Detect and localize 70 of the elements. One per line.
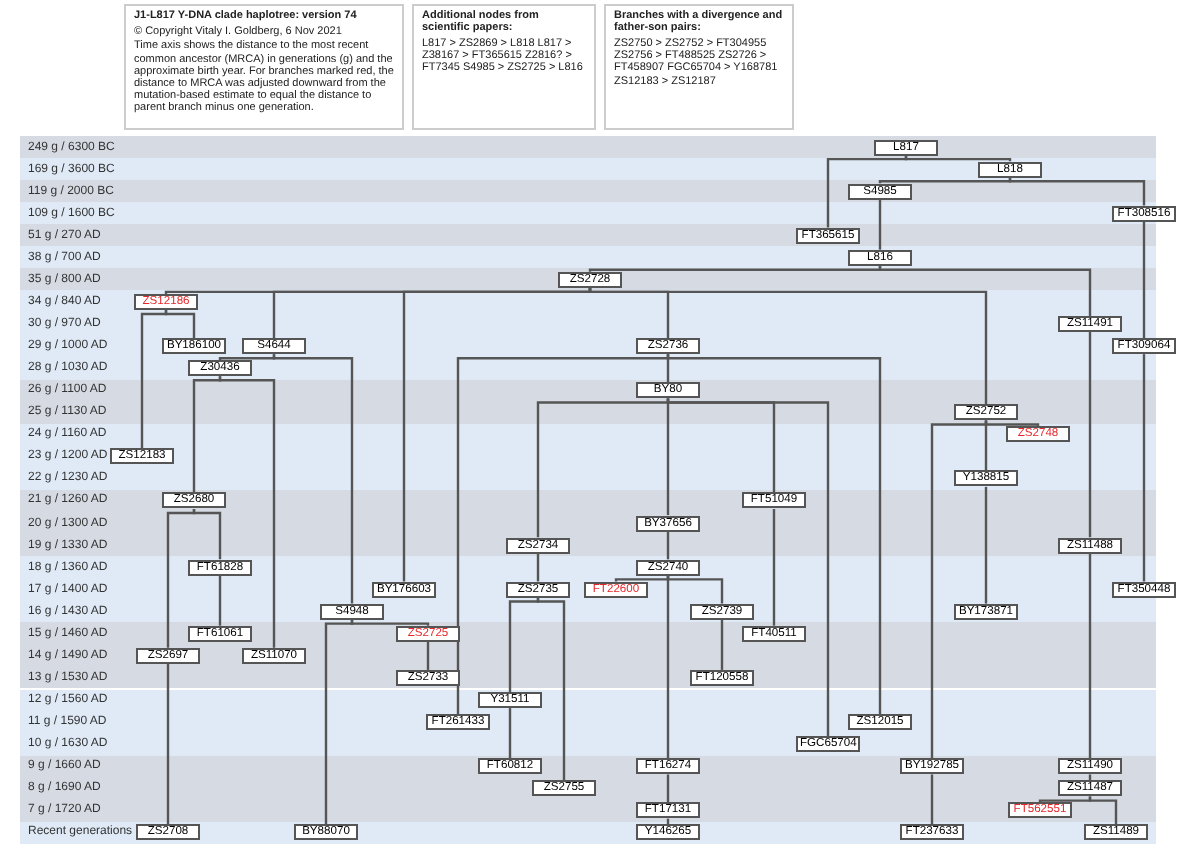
tree-connector	[350, 619, 430, 627]
generation-band	[20, 799, 1156, 822]
generation-band	[20, 224, 1156, 247]
tree-connector	[164, 309, 196, 339]
tree-connector	[984, 486, 988, 604]
generation-band	[20, 689, 1156, 712]
generation-band	[20, 534, 1156, 557]
tree-connector	[666, 354, 670, 383]
generation-band	[20, 158, 1156, 181]
tree-connector	[666, 531, 670, 560]
tree-connector	[666, 398, 830, 737]
tree-connector	[666, 774, 670, 803]
tree-connector	[588, 265, 882, 273]
info-panel	[412, 4, 596, 130]
tree-connector	[536, 597, 566, 781]
tree-connector	[1142, 354, 1146, 582]
tree-connector	[666, 353, 882, 715]
tree-connector	[218, 376, 276, 648]
tree-connector	[508, 708, 512, 759]
tree-connector	[1088, 796, 1118, 825]
tree-connector	[826, 155, 908, 228]
generation-band	[20, 180, 1156, 203]
tree-connector	[324, 619, 354, 825]
generation-band	[20, 268, 1156, 291]
generation-band	[20, 246, 1156, 269]
info-panel	[604, 4, 794, 130]
tree-connector	[166, 663, 170, 825]
tree-connector	[192, 376, 222, 493]
tree-connector	[878, 177, 1012, 184]
tree-connector	[720, 619, 724, 670]
tree-connector	[614, 575, 670, 582]
tree-connector	[984, 420, 988, 471]
tree-connector	[984, 420, 1040, 428]
tree-connector	[930, 774, 934, 825]
generation-band	[20, 136, 1156, 159]
tree-connector	[536, 398, 670, 538]
generation-band	[20, 755, 1156, 778]
tree-connector	[1142, 221, 1146, 339]
tree-connector	[192, 509, 222, 560]
info-panel	[124, 4, 404, 130]
tree-connector	[666, 575, 724, 604]
tree-connector	[904, 155, 1012, 162]
tree-connector	[218, 575, 222, 626]
generation-band	[20, 666, 1156, 689]
tree-connector	[666, 398, 670, 516]
tree-connector	[930, 420, 988, 759]
tree-connector	[1088, 332, 1092, 538]
tree-connector	[878, 265, 1092, 316]
tree-connector	[166, 509, 196, 648]
generation-band	[20, 290, 1156, 313]
generation-band	[20, 622, 1156, 645]
tree-connector	[402, 287, 592, 582]
generation-band	[20, 600, 1156, 623]
tree-connector	[508, 597, 540, 693]
tree-connector	[666, 575, 670, 759]
tree-connector	[456, 353, 670, 715]
tree-connector	[1008, 177, 1146, 206]
tree-connector	[772, 509, 776, 626]
tree-connector	[588, 287, 988, 405]
tree-connector	[536, 553, 540, 582]
tree-connector	[1038, 796, 1092, 804]
tree-connector	[878, 199, 882, 250]
tree-connector	[140, 309, 168, 449]
generation-band	[20, 821, 1156, 844]
generation-band	[20, 556, 1156, 579]
tree-connector	[426, 641, 430, 670]
generation-band	[20, 733, 1156, 756]
tree-connector	[218, 354, 276, 361]
tree-connector	[1088, 553, 1092, 759]
tree-connector	[272, 354, 354, 604]
